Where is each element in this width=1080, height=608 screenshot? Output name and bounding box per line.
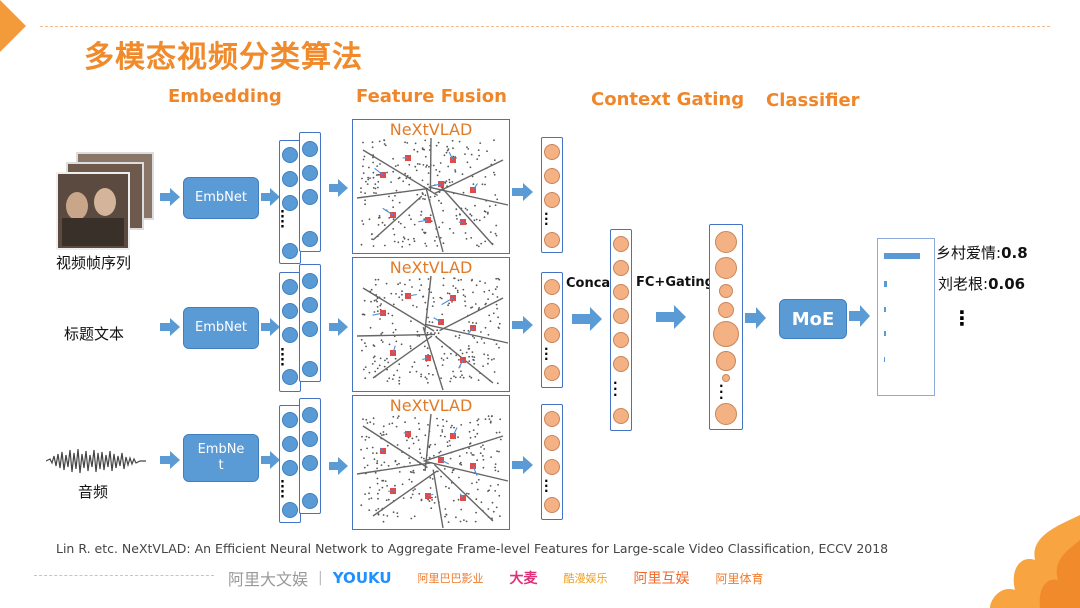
footer-logos: 阿里大文娱 | YOUKU 阿里巴巴影业 大麦 酷漫娱乐 阿里互娱 阿里体育 <box>228 566 764 590</box>
logo-divider: | <box>318 570 323 586</box>
nextvlad-box-audio: NeXtVLAD <box>352 395 510 530</box>
embnet-box-video: EmbNet <box>183 177 259 219</box>
section-embedding: Embedding <box>168 86 282 107</box>
logo-alibaba-entertainment: 阿里大文娱 <box>228 570 309 589</box>
embnet-box-audio: EmbNe t <box>183 434 259 482</box>
result-row: 刘老根:0.06 <box>938 275 1026 293</box>
top-dotted-line <box>40 26 1050 27</box>
nextvlad-label: NeXtVLAD <box>389 120 473 139</box>
vector-ellipsis: ···· <box>280 205 285 235</box>
fused-vector-video: ··· <box>541 137 563 253</box>
score-bar <box>884 281 887 287</box>
fused-vector-text: ··· <box>541 272 563 388</box>
logo-alibaba-pictures: 阿里巴巴影业 <box>417 572 484 585</box>
nextvlad-box-text: NeXtVLAD <box>352 257 510 392</box>
vector-ellipsis: ···· <box>280 475 285 505</box>
score-bar <box>884 253 920 259</box>
result-ellipsis: ⋮ <box>952 306 972 330</box>
section-context-gating: Context Gating <box>591 89 745 110</box>
concat-vector: ··· <box>610 229 632 431</box>
section-feature-fusion: Feature Fusion <box>356 86 507 107</box>
embedding-vector-text-b <box>299 264 321 382</box>
fused-vector-audio: ··· <box>541 404 563 520</box>
logo-alisports: 阿里体育 <box>715 571 764 586</box>
page-title: 多模态视频分类算法 <box>84 40 363 75</box>
nextvlad-label: NeXtVLAD <box>389 258 473 277</box>
input-label-title-text: 标题文本 <box>64 325 125 343</box>
citation-text: Lin R. etc. NeXtVLAD: An Efficient Neura… <box>56 541 889 556</box>
concat-label: Concat <box>566 276 617 291</box>
input-label-video: 视频帧序列 <box>56 254 132 272</box>
video-frames-image <box>56 152 154 250</box>
audio-waveform-icon <box>46 448 146 474</box>
embedding-vector-video-a <box>279 140 301 264</box>
input-label-audio: 音频 <box>78 483 109 501</box>
vector-ellipsis: ···· <box>280 343 285 373</box>
corner-flame-decoration <box>990 515 1080 608</box>
result-row: 乡村爱情:0.8 <box>936 244 1028 262</box>
score-bar <box>884 357 885 362</box>
bottom-dotted-line <box>34 575 214 576</box>
embedding-vector-audio-a <box>279 405 301 523</box>
logo-kumanyule: 酷漫娱乐 <box>563 572 608 585</box>
section-classifier: Classifier <box>766 90 860 111</box>
corner-triangle-decoration <box>0 0 26 52</box>
embedding-vector-text-a <box>279 272 301 392</box>
embedding-vector-audio-b <box>299 398 321 514</box>
embnet-box-text: EmbNet <box>183 307 259 349</box>
score-bar <box>884 331 886 336</box>
logo-damai: 大麦 <box>509 571 538 587</box>
embedding-vector-video-b <box>299 132 321 252</box>
logo-youku: YOUKU <box>332 569 392 587</box>
gated-vector: ··· <box>709 224 743 430</box>
logo-alibaba-games: 阿里互娱 <box>633 571 690 587</box>
nextvlad-box-video: NeXtVLAD <box>352 119 510 254</box>
moe-box: MoE <box>779 299 847 339</box>
fc-gating-label: FC+Gating <box>636 275 714 290</box>
nextvlad-label: NeXtVLAD <box>389 396 473 415</box>
score-bar <box>884 307 886 312</box>
classifier-output-panel <box>877 238 935 396</box>
